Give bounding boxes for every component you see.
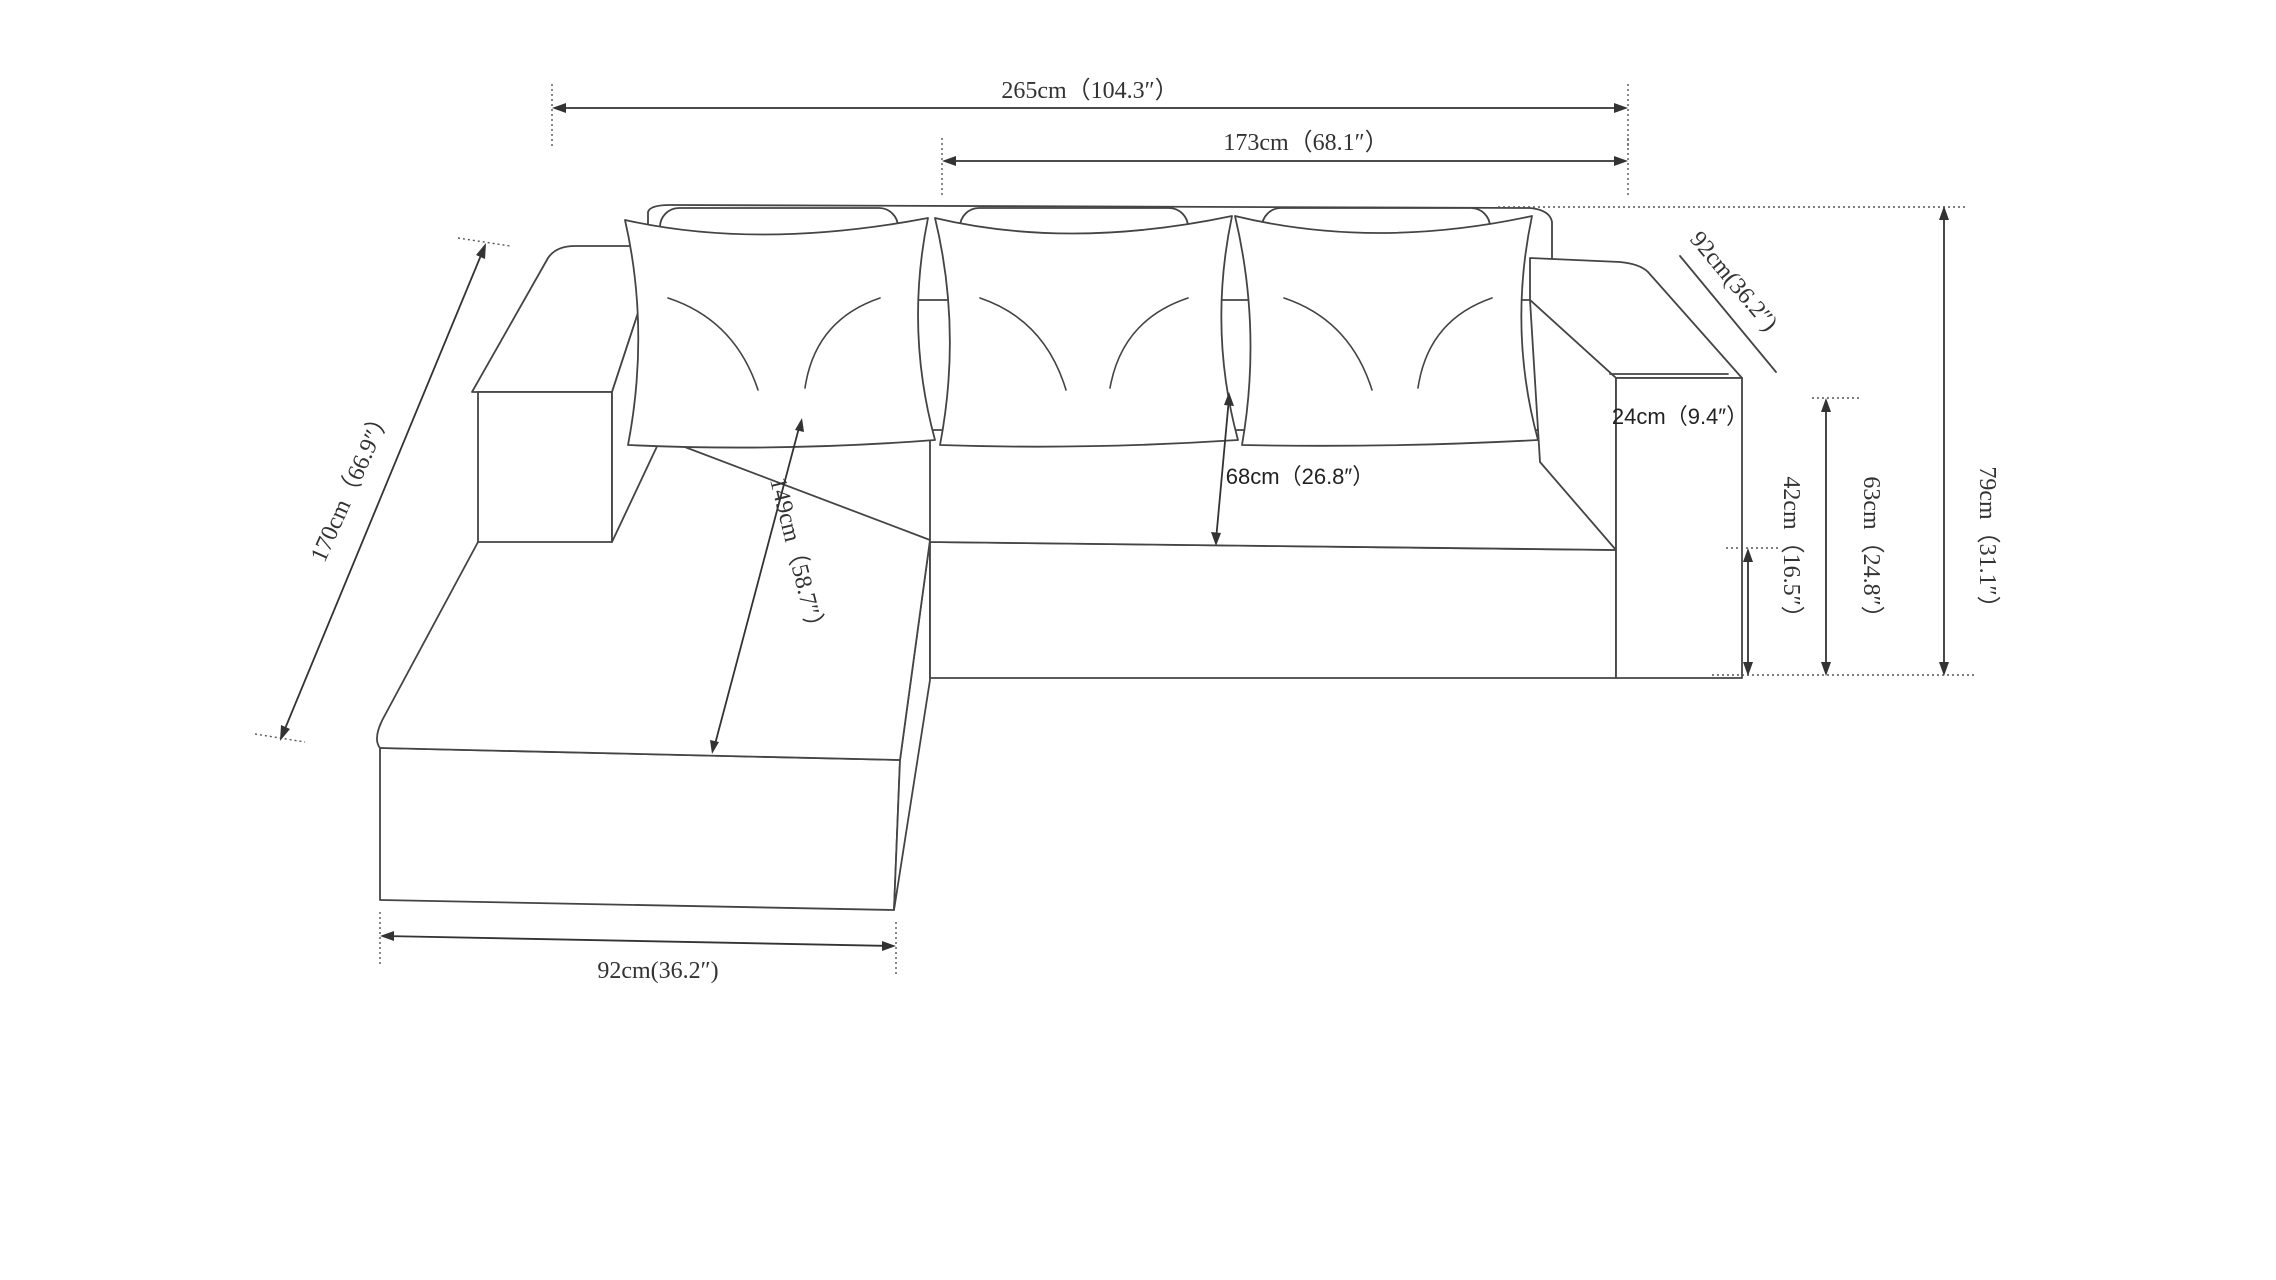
label-seat-width: 173cm（68.1″） bbox=[1223, 130, 1388, 156]
label-overall-width: 265cm（104.3″） bbox=[1001, 78, 1178, 104]
dimension-lines bbox=[254, 84, 1976, 975]
seat-front-face bbox=[929, 541, 1617, 679]
right-arm-front-face bbox=[1615, 377, 1743, 679]
pillow-right bbox=[1234, 215, 1539, 447]
seat-cushion bbox=[929, 429, 1617, 551]
pillow-left bbox=[624, 217, 936, 449]
label-seat-height: 42cm（16.5″） bbox=[1778, 476, 1804, 629]
chaise-front-face bbox=[379, 747, 901, 911]
label-chaise-width: 92cm(36.2″) bbox=[597, 958, 718, 984]
sofa-drawing bbox=[376, 204, 1743, 911]
chaise-seat-cushion bbox=[376, 429, 931, 761]
left-arm-front-face bbox=[477, 391, 613, 543]
label-seat-depth: 68cm（26.8″） bbox=[1226, 464, 1374, 489]
label-back-height: 79cm（31.1″） bbox=[1974, 466, 2000, 619]
label-arm-width: 24cm（9.4″） bbox=[1612, 404, 1748, 429]
label-chaise-length: 170cm（66.9″） bbox=[306, 404, 397, 566]
pillow-middle bbox=[934, 215, 1239, 448]
label-arm-height: 63cm（24.8″） bbox=[1858, 476, 1884, 629]
